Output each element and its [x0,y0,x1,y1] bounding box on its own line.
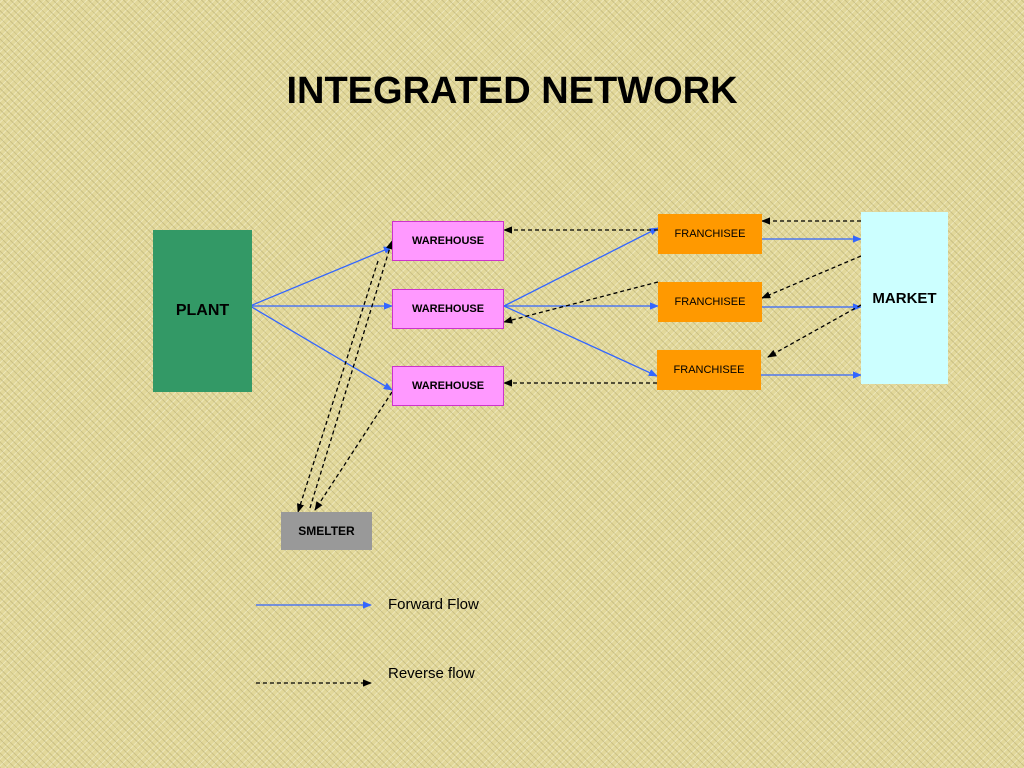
warehouse-label: WAREHOUSE [411,303,485,315]
warehouse-label: WAREHOUSE [411,235,485,247]
franchisee-label: FRANCHISEE [674,296,746,308]
plant-node: PLANT [153,230,252,392]
reverse-flow-smelter-warehouse-1 [309,240,394,509]
plant-label: PLANT [175,302,230,319]
forward-flow-warehouse-2-franchisee-1 [503,227,659,307]
smelter-label: SMELTER [298,524,355,538]
franchisee-node-2: FRANCHISEE [658,282,762,322]
legend-forward-label: Forward Flow [388,596,479,613]
reverse-flow-warehouse-3-smelter [314,391,393,511]
forward-flow-warehouse-2-franchisee-3 [503,305,658,377]
reverse-flow-warehouse-1-smelter [297,260,379,513]
forward-flow-plant-warehouse-1 [249,246,393,307]
franchisee-label: FRANCHISEE [673,364,745,376]
reverse-flow-market-franchisee-3 [767,304,862,358]
forward-flow-plant-warehouse-3 [249,305,393,391]
warehouse-label: WAREHOUSE [411,380,485,392]
reverse-flow-franchisee-2-warehouse-2 [503,281,659,324]
reverse-flow-market-franchisee-2 [761,255,862,299]
franchisee-node-3: FRANCHISEE [657,350,761,390]
market-node: MARKET [861,212,948,384]
warehouse-node-1: WAREHOUSE [392,221,504,261]
market-label: MARKET [872,290,937,307]
warehouse-node-3: WAREHOUSE [392,366,504,406]
legend-reverse-label: Reverse flow [388,665,475,682]
warehouse-node-2: WAREHOUSE [392,289,504,329]
smelter-node: SMELTER [281,512,372,550]
franchisee-node-1: FRANCHISEE [658,214,762,254]
franchisee-label: FRANCHISEE [674,228,746,240]
page-title: INTEGRATED NETWORK [286,70,738,112]
